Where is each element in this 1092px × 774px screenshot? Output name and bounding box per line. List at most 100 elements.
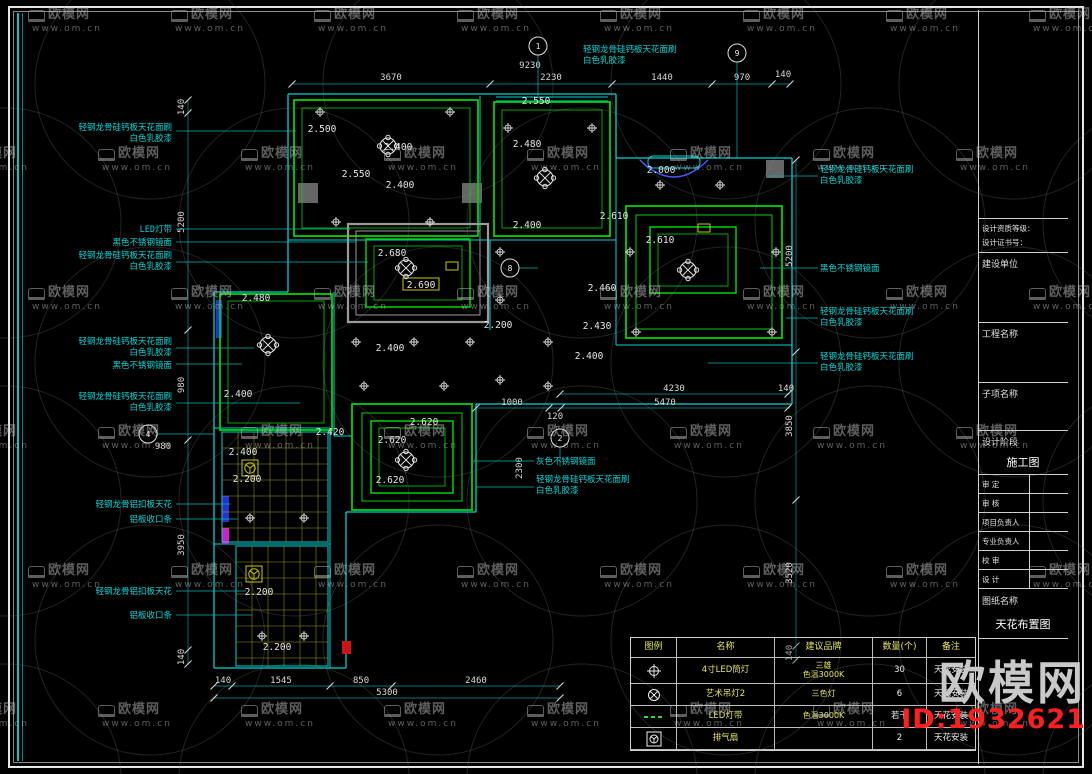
legend-symbol-cell [631,706,677,728]
legend-item-name: 艺术吊灯2 [677,684,775,706]
chandelier-icon [533,166,557,190]
window-block [216,300,222,338]
chandelier-icon [256,333,280,357]
material-note: 铝板收口条 [129,514,172,525]
dim-label: 970 [734,73,750,83]
dimension-labels: 3670 2230 1440 970 140 9230 140 1545 850… [155,61,795,698]
legend-item-name: LED灯带 [677,706,775,728]
legend-item-note: 天花安装 [927,728,975,750]
titleblock-divider [978,252,1068,253]
ceiling-height-label: 2.620 [378,435,407,446]
legend-item-brand: 三雄 色温3000K [775,658,873,684]
role-label-approver: 审 定 [978,475,1030,494]
dim-label: 2460 [465,676,487,686]
ceiling-height-label: 2.690 [407,280,436,291]
ceiling-height-label: 2.400 [376,343,405,354]
dim-label: 140 [785,645,795,661]
downlight-symbols [244,106,782,642]
material-note: 白色乳胶漆 [129,261,172,272]
exhaust-fan-icon [646,731,661,746]
material-note: 白色乳胶漆 [583,55,626,66]
section-marker-number: 1 [536,42,541,51]
owner-section-label: 建设单位 [982,260,1019,270]
dim-label: 1545 [270,676,292,686]
material-note: 轻钢龙骨硅钙板天花面刷 [78,391,172,402]
dim-label: 3520 [785,562,795,584]
ceiling-height-label: 2.420 [316,427,345,438]
ceiling-height-label: 2.000 [647,165,676,176]
dim-label: 1440 [651,73,673,83]
ceiling-height-label: 2.200 [245,587,274,598]
ceiling-height-label: 2.400 [513,220,542,231]
dim-label: 140 [778,384,794,394]
ceiling-height-label: 2.480 [513,139,542,150]
ceiling-height-label: 2.400 [229,447,258,458]
role-value-cell [1030,494,1068,513]
legend-header-name: 名称 [677,638,775,658]
legend-item-qty: 30 [873,658,927,684]
chandelier-icon [394,256,418,280]
ceiling-height-label: 2.550 [522,96,551,107]
ceiling-height-labels: 2.500 2.400 2.550 2.400 2.480 2.400 2.00… [224,96,676,653]
dim-label: 140 [775,70,791,80]
ceiling-height-label: 2.550 [342,169,371,180]
stage-value: 施工图 [1006,456,1040,469]
downlight-icon [494,246,506,258]
dim-label: 3850 [785,415,795,437]
ceiling-height-label: 2.200 [263,642,292,653]
downlight-icon [654,179,666,191]
ceiling-height-label: 2.500 [308,124,337,135]
red-mark [342,641,351,654]
dim-label: 1000 [501,398,523,408]
project-section-label: 工程名称 [982,330,1019,340]
title-block: 设计资质等级： 设计证书号： 建设单位 工程名称 子项名称 设计阶段 施工图 审… [978,10,1068,762]
material-note: 铝板收口条 [129,610,172,621]
titleblock-divider [978,474,1068,475]
material-note: 轻钢龙骨硅钙板天花面刷 [78,336,172,347]
downlight-icon [494,294,506,306]
drawing-name: 天花布置图 [995,618,1051,631]
legend-item-note: 天花安装 [927,684,975,706]
downlight-icon [714,179,726,191]
downlight-icon [438,380,450,392]
legend-item-name: 4寸LED筒灯 [677,658,775,684]
dimension-ticks [183,79,801,703]
downlight-icon [350,336,362,348]
dim-label: 980 [155,442,171,452]
section-marker-number: 2 [558,434,563,443]
led-strip-icon [643,715,664,718]
chandelier-icon [676,258,700,282]
material-note: 黑色不锈钢镜面 [112,237,172,248]
downlight-icon [298,512,310,524]
ceiling-height-label: 2.460 [588,283,617,294]
ceiling-height-label: 2.480 [242,293,271,304]
chandelier-icon [647,688,660,701]
frame-accent-line [17,13,19,761]
dim-label: 2230 [540,73,562,83]
yellow-detail-boxes [402,223,711,291]
ceiling-height-label: 2.610 [600,211,629,222]
role-label-discipline-lead: 专业负责人 [978,532,1030,551]
material-note: 轻钢龙骨硅钙板天花面刷 [583,44,677,55]
brand-line: 三色灯 [811,689,836,699]
material-note: 轻钢龙骨硅钙板天花面刷 [820,351,914,362]
qualification-label: 设计资质等级： [982,224,1035,233]
dimension-lines [187,83,797,699]
ceiling-height-label: 2.620 [410,417,439,428]
dim-label: 5300 [376,688,398,698]
material-notes: 轻钢龙骨硅钙板天花面刷 白色乳胶漆 LED灯带 黑色不锈钢镜面 轻钢龙骨硅钙板天… [78,44,913,621]
titleblock-separator [978,10,979,764]
downlight-icon [244,512,256,524]
ceiling-height-label: 2.430 [583,321,612,332]
role-value-cell [1030,551,1068,570]
dim-label: 3670 [380,73,402,83]
site-watermark: 欧模网 ID:1932621 [901,660,1086,733]
ceiling-height-label: 2.200 [233,474,262,485]
role-value-cell [1030,570,1068,589]
dim-label: 5470 [654,398,676,408]
titleblock-divider [978,218,1068,219]
downlight-icon [314,106,326,118]
titleblock-divider [978,638,1068,639]
sheet-inner-border [13,11,1079,763]
